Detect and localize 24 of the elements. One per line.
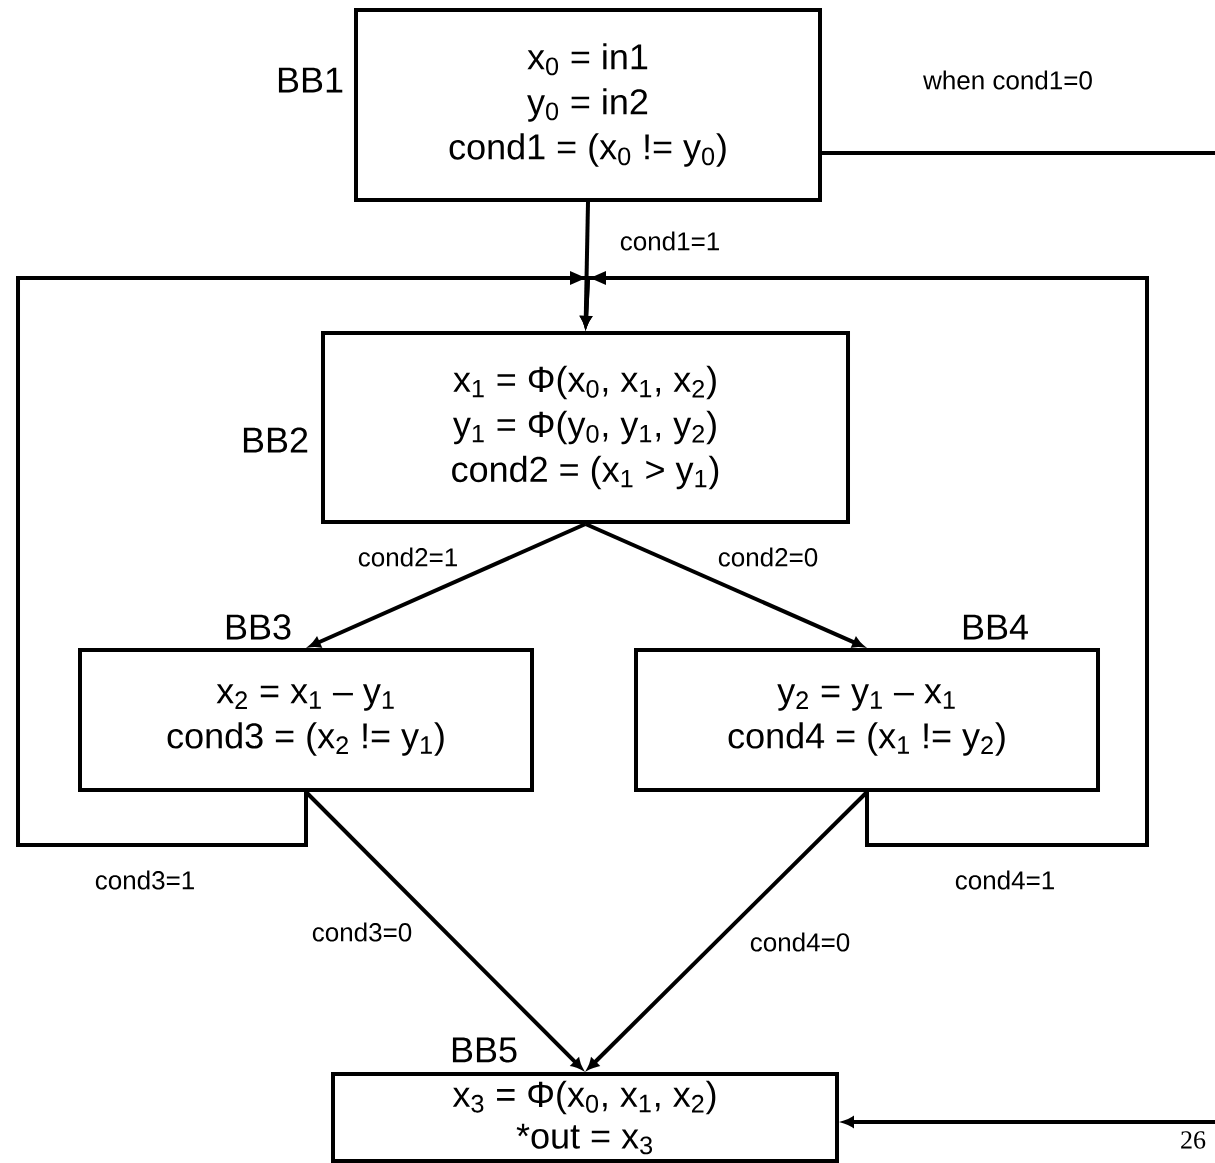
code-block-box: y$_{2}$ = y$_{1}$ – x$_{1}$ cond4 = (x$_{1}$ != y$_{2}$) [634, 648, 1100, 792]
block-label: BB1 [278, 67, 343, 93]
block-label: BB3 [226, 614, 291, 640]
edge-label: cond3=0 [310, 920, 414, 944]
edge-label: cond4=1 [953, 868, 1057, 892]
edge-label: cond3=1 [93, 868, 197, 892]
edge-label: cond2=1 [356, 545, 460, 569]
block-label: BB5 [452, 1037, 517, 1063]
edge-label: cond1=1 [618, 229, 722, 253]
block-label: BB2 [243, 427, 308, 453]
page-number: 26 [1181, 1131, 1206, 1149]
block-label: BB4 [963, 614, 1028, 640]
code-block-box: x$_{1}$ = Φ(x$_{0}$, x$_{1}$, x$_{2}$) y$_{1}$ = Φ(y$_{0}$, y$_{1}$, y$_{2}$) cond2 = (x$_{1}$ > y$_{1}$) [321, 331, 850, 524]
arrow [842, 1116, 1215, 1128]
arrow [16, 271, 592, 847]
arrow [584, 522, 864, 648]
edge-label: when cond1=0 [921, 68, 1095, 92]
edge-label: cond4=0 [748, 930, 852, 954]
edge-label: cond2=0 [716, 545, 820, 569]
code-block-box: x$_{2}$ = x$_{1}$ – y$_{1}$ cond3 = (x$_{2}$ != y$_{1}$) [78, 648, 534, 792]
arrow [309, 522, 587, 648]
arrow [580, 271, 1149, 847]
code-block-box: x$_{0}$ = in1 y$_{0}$ = in2 cond1 = (x$_{0}$ != y$_{0}$) [354, 8, 822, 202]
code-block-box: x$_{3}$ = Φ(x$_{0}$, x$_{1}$, x$_{2}$) *out = x$_{3}$ [331, 1072, 839, 1163]
